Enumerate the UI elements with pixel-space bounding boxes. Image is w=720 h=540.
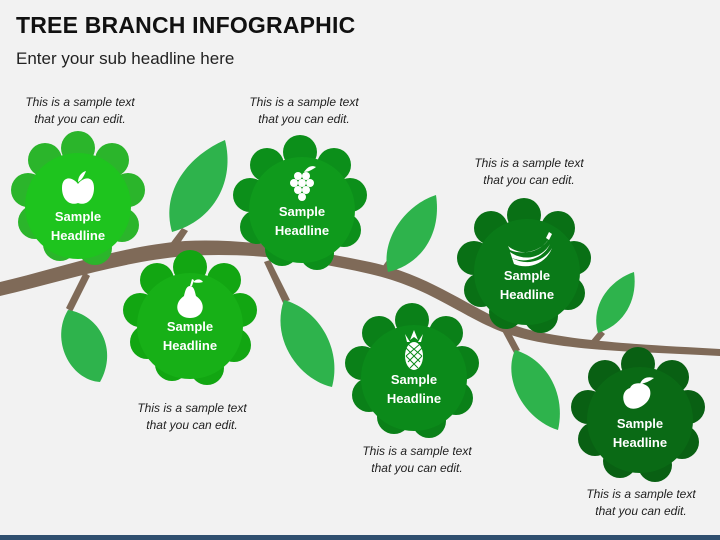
flower-2 [123, 250, 257, 385]
leaf [386, 195, 437, 272]
mango-icon [623, 377, 654, 409]
flower-3-label: Sample Headline [274, 204, 330, 238]
bananas-icon [508, 232, 552, 267]
flower-3 [233, 135, 367, 270]
flower-5-label: Sample Headline [499, 268, 555, 302]
leaf [511, 350, 560, 430]
caption-3: This is a sample text that you can edit. [474, 156, 584, 187]
flower-4-label: Sample Headline [386, 372, 442, 406]
page-title: TREE BRANCH INFOGRAPHIC [16, 12, 356, 38]
flower-6-label: Sample Headline [612, 416, 668, 450]
caption-4: This is a sample text that you can edit. [137, 401, 247, 432]
apple-icon [62, 171, 94, 204]
caption-6: This is a sample text that you can edit. [586, 487, 696, 518]
bottom-bar [0, 535, 720, 540]
pear-icon [177, 279, 203, 318]
flower-4 [345, 303, 479, 438]
flower-2-label: Sample Headline [162, 319, 218, 353]
leaf [61, 310, 108, 382]
caption-1: This is a sample text that you can edit. [25, 95, 135, 126]
leaf [596, 272, 635, 333]
caption-5: This is a sample text that you can edit. [362, 444, 472, 475]
flower-1-label: Sample Headline [50, 209, 106, 243]
flower-1 [11, 131, 145, 265]
flower-5 [457, 198, 591, 333]
flower-6 [571, 347, 705, 482]
leaf [280, 300, 335, 387]
leaf [169, 140, 228, 232]
caption-2: This is a sample text that you can edit. [249, 95, 359, 126]
leaves [61, 140, 635, 430]
page-subtitle: Enter your sub headline here [16, 49, 235, 68]
pineapple-pattern [405, 343, 423, 369]
grapes-icon [290, 166, 316, 201]
